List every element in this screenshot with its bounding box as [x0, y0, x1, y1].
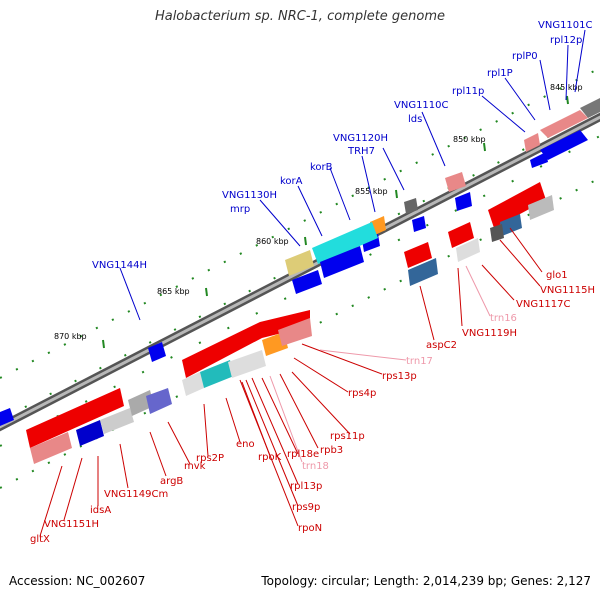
gene-label[interactable]: korA: [280, 176, 303, 187]
gene-label[interactable]: rpl1P: [487, 68, 513, 79]
tick-label-865: 865 kbp: [157, 287, 190, 296]
map-title: Halobacterium sp. NRC-1, complete genome: [154, 9, 446, 24]
gene-label[interactable]: rplP0: [512, 51, 538, 62]
tick-label-870: 870 kbp: [54, 332, 87, 341]
genome-summary-text: Topology: circular; Length: 2,014,239 bp…: [261, 574, 591, 588]
gene-label[interactable]: VNG1119H: [462, 328, 517, 339]
red-gene-labels: glo1 VNG1115H VNG1117C VNG1119H aspC2 rp…: [30, 270, 595, 545]
gene-label[interactable]: lds: [408, 114, 422, 125]
gene-label[interactable]: rps11p: [330, 431, 365, 442]
gene-label[interactable]: mvk: [184, 461, 206, 472]
gene-label[interactable]: korB: [310, 162, 333, 173]
gene-label[interactable]: idsA: [90, 505, 111, 516]
gene-label[interactable]: gltX: [30, 534, 50, 545]
gene-label[interactable]: rps2P: [196, 453, 224, 464]
gene-label[interactable]: VNG1110C: [394, 100, 449, 111]
blue-gene-labels: VNG1101C rpl12p rplP0 rpl1P rpl11p VNG11…: [92, 20, 593, 271]
gene-label[interactable]: rpl12p: [550, 35, 582, 46]
gene-label[interactable]: aspC2: [426, 340, 457, 351]
gene-label[interactable]: TRH7: [347, 146, 375, 157]
gene-label[interactable]: argB: [160, 476, 183, 487]
gene-label[interactable]: VNG1144H: [92, 260, 147, 271]
leader-lines-blue: [119, 29, 586, 321]
leader-lines-pink: [269, 265, 491, 463]
gene-label[interactable]: VNG1151H: [44, 519, 99, 530]
leader-lines-red: [39, 227, 543, 537]
gene-label[interactable]: rpoN: [298, 523, 322, 534]
tick-label-860: 860 kbp: [256, 237, 289, 246]
gene-label[interactable]: rpl11p: [452, 86, 484, 97]
genome-backbone: [0, 112, 600, 432]
tick-label-850: 850 kbp: [453, 135, 486, 144]
gene-label[interactable]: rpl18e: [287, 449, 319, 460]
trna-label[interactable]: trn17: [406, 356, 433, 367]
gene-label[interactable]: rpoK: [258, 452, 282, 463]
pink-trna-labels: trn16 trn17 trn18: [302, 313, 517, 472]
gene-label[interactable]: VNG1101C: [538, 20, 593, 31]
accession-text: Accession: NC_002607: [9, 574, 146, 588]
gene-label[interactable]: rpl13p: [290, 481, 322, 492]
gene-label[interactable]: rps9p: [292, 502, 320, 513]
gene-label[interactable]: VNG1117C: [516, 299, 571, 310]
gene-label[interactable]: mrp: [230, 204, 250, 215]
gene-label[interactable]: VNG1149Cm: [104, 489, 168, 500]
gene-label[interactable]: VNG1120H: [333, 133, 388, 144]
gene-label[interactable]: rps13p: [382, 371, 417, 382]
gene-label[interactable]: eno: [236, 439, 255, 450]
gene-label[interactable]: VNG1115H: [540, 285, 595, 296]
trna-label[interactable]: trn16: [490, 313, 517, 324]
trna-label[interactable]: trn18: [302, 461, 329, 472]
gene-label[interactable]: glo1: [546, 270, 568, 281]
gene-blocks-lower: [26, 182, 554, 464]
gene-label[interactable]: rps4p: [348, 388, 376, 399]
gene-blocks-upper: [0, 98, 600, 426]
tick-label-855: 855 kbp: [355, 187, 388, 196]
gene-label[interactable]: VNG1130H: [222, 190, 277, 201]
tick-marks: [102, 95, 569, 349]
gene-label[interactable]: rpb3: [320, 445, 343, 456]
